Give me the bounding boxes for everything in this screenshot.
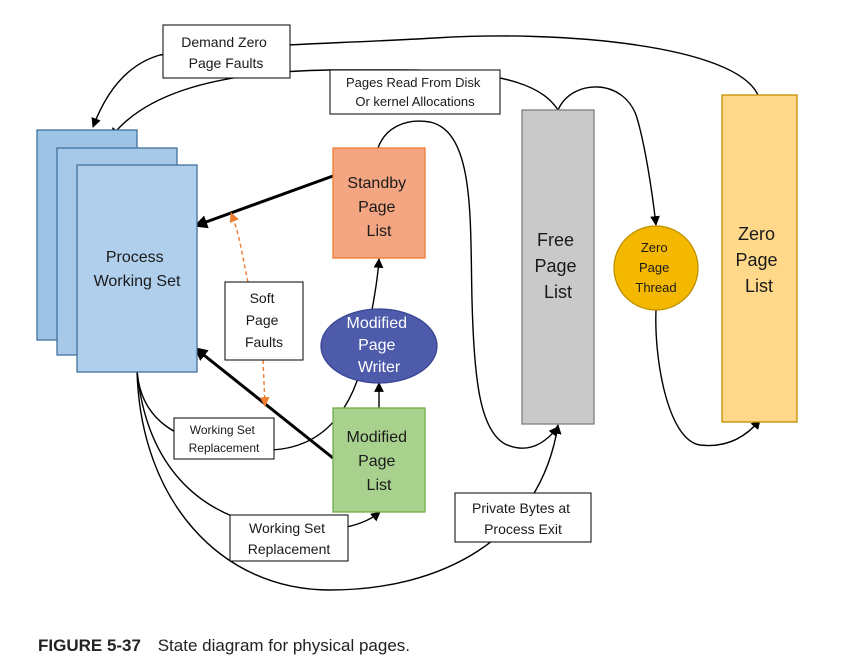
ws-replacement-label-2: Working Set Replacement <box>229 514 349 562</box>
svg-text:Private Bytes at Process: Private Bytes at Process Exit <box>472 500 574 537</box>
figure-caption: FIGURE 5-37 State diagram for physical p… <box>38 636 410 656</box>
modified-label-line2: Page <box>358 453 395 470</box>
demand-zero-label: Demand Zero Page Faults <box>162 24 291 79</box>
free-label-line2: Page <box>534 256 576 276</box>
writer-label-line1: Modified <box>347 315 407 332</box>
soft-faults-label-line3: Faults <box>245 334 283 350</box>
svg-text:Working Set Replacement: Working Set Replacement <box>248 520 331 557</box>
ws-replacement-2-line1: Working Set <box>249 520 325 536</box>
modified-label-line3: List <box>367 477 392 494</box>
zero-list-label-line3: List <box>745 276 773 296</box>
demand-zero-arrow <box>91 35 759 128</box>
pages-read-label: Pages Read From Disk Or kernel Allocatio… <box>329 69 501 115</box>
soft-fault-arrow-down <box>259 359 270 407</box>
private-bytes-label: Private Bytes at Process Exit <box>454 492 592 543</box>
pages-read-label-line1: Pages Read From Disk <box>346 75 481 90</box>
free-to-zero-thread-arrow <box>557 86 660 226</box>
svg-text:Modified Page List: Modified Page List <box>347 429 412 494</box>
standby-label-line2: Page <box>358 199 395 216</box>
figure-caption-text: State diagram for physical pages. <box>157 636 411 655</box>
writer-label-line3: Writer <box>358 359 401 376</box>
ws-replacement-label-1: Working Set Replacement <box>173 417 275 460</box>
svg-text:Soft Page Faults: Soft Page Faults <box>245 290 283 350</box>
zero-list-label-line2: Page <box>735 250 777 270</box>
modified-label-line1: Modified <box>347 429 407 446</box>
standby-page-list <box>332 147 426 259</box>
demand-zero-label-line2: Page Faults <box>189 55 264 71</box>
zero-page-thread <box>613 225 699 311</box>
svg-text:Standby Page List: Standby Page List <box>347 175 410 240</box>
free-label-line3: List <box>544 282 572 302</box>
zero-thread-to-zero-list-arrow <box>655 309 761 447</box>
zero-thread-label-line3: Thread <box>635 280 676 295</box>
svg-text:Modified Page Writer: Modified Page Writer <box>347 315 412 376</box>
zero-page-list <box>721 94 798 423</box>
standby-label-line3: List <box>367 223 392 240</box>
svg-text:Pages Read From Disk Or: Pages Read From Disk Or kernel Allocatio… <box>346 75 484 109</box>
ws-replacement-to-standby-arrow <box>136 258 384 451</box>
ws-replacement-1-line2: Replacement <box>189 441 260 455</box>
ws-replacement-1-line1: Working Set <box>190 423 256 437</box>
standby-to-working-set-arrow <box>193 174 334 229</box>
standby-to-free-arrow <box>377 120 559 449</box>
private-bytes-line2: Process Exit <box>484 521 562 537</box>
ws-replacement-2-line2: Replacement <box>248 541 331 557</box>
process-working-set-label-line1: Process <box>106 249 164 266</box>
soft-page-faults-label: Soft Page Faults <box>224 281 304 361</box>
figure-number: FIGURE 5-37 <box>38 636 141 655</box>
modified-page-list <box>332 407 426 513</box>
svg-text:Free Page List: Free Page List <box>534 230 581 302</box>
modified-page-writer <box>320 308 438 384</box>
private-bytes-line1: Private Bytes at <box>472 500 570 516</box>
svg-text:Demand Zero Page Faults: Demand Zero Page Faults <box>181 34 270 71</box>
zero-thread-label-line2: Page <box>639 260 669 275</box>
process-working-set-label-line2: Working Set <box>94 273 181 290</box>
standby-label-line1: Standby <box>347 175 406 192</box>
svg-text:Working Set Replacement: Working Set Replacement <box>189 423 260 455</box>
zero-list-label-line1: Zero <box>738 224 775 244</box>
svg-text:Zero Page List: Zero Page List <box>735 224 782 296</box>
free-page-list <box>521 109 595 425</box>
svg-text:Process Working Set: Process Working Set <box>94 249 181 290</box>
svg-text:Zero Page Thread: Zero Page Thread <box>635 240 676 295</box>
soft-fault-arrow-up <box>229 212 249 283</box>
demand-zero-label-line1: Demand Zero <box>181 34 267 50</box>
writer-label-line2: Page <box>358 337 395 354</box>
soft-faults-label-line1: Soft <box>250 290 275 306</box>
pages-read-label-line2: Or kernel Allocations <box>355 94 475 109</box>
process-working-set <box>76 164 198 373</box>
zero-thread-label-line1: Zero <box>641 240 668 255</box>
free-label-line1: Free <box>537 230 574 250</box>
soft-faults-label-line2: Page <box>246 312 279 328</box>
